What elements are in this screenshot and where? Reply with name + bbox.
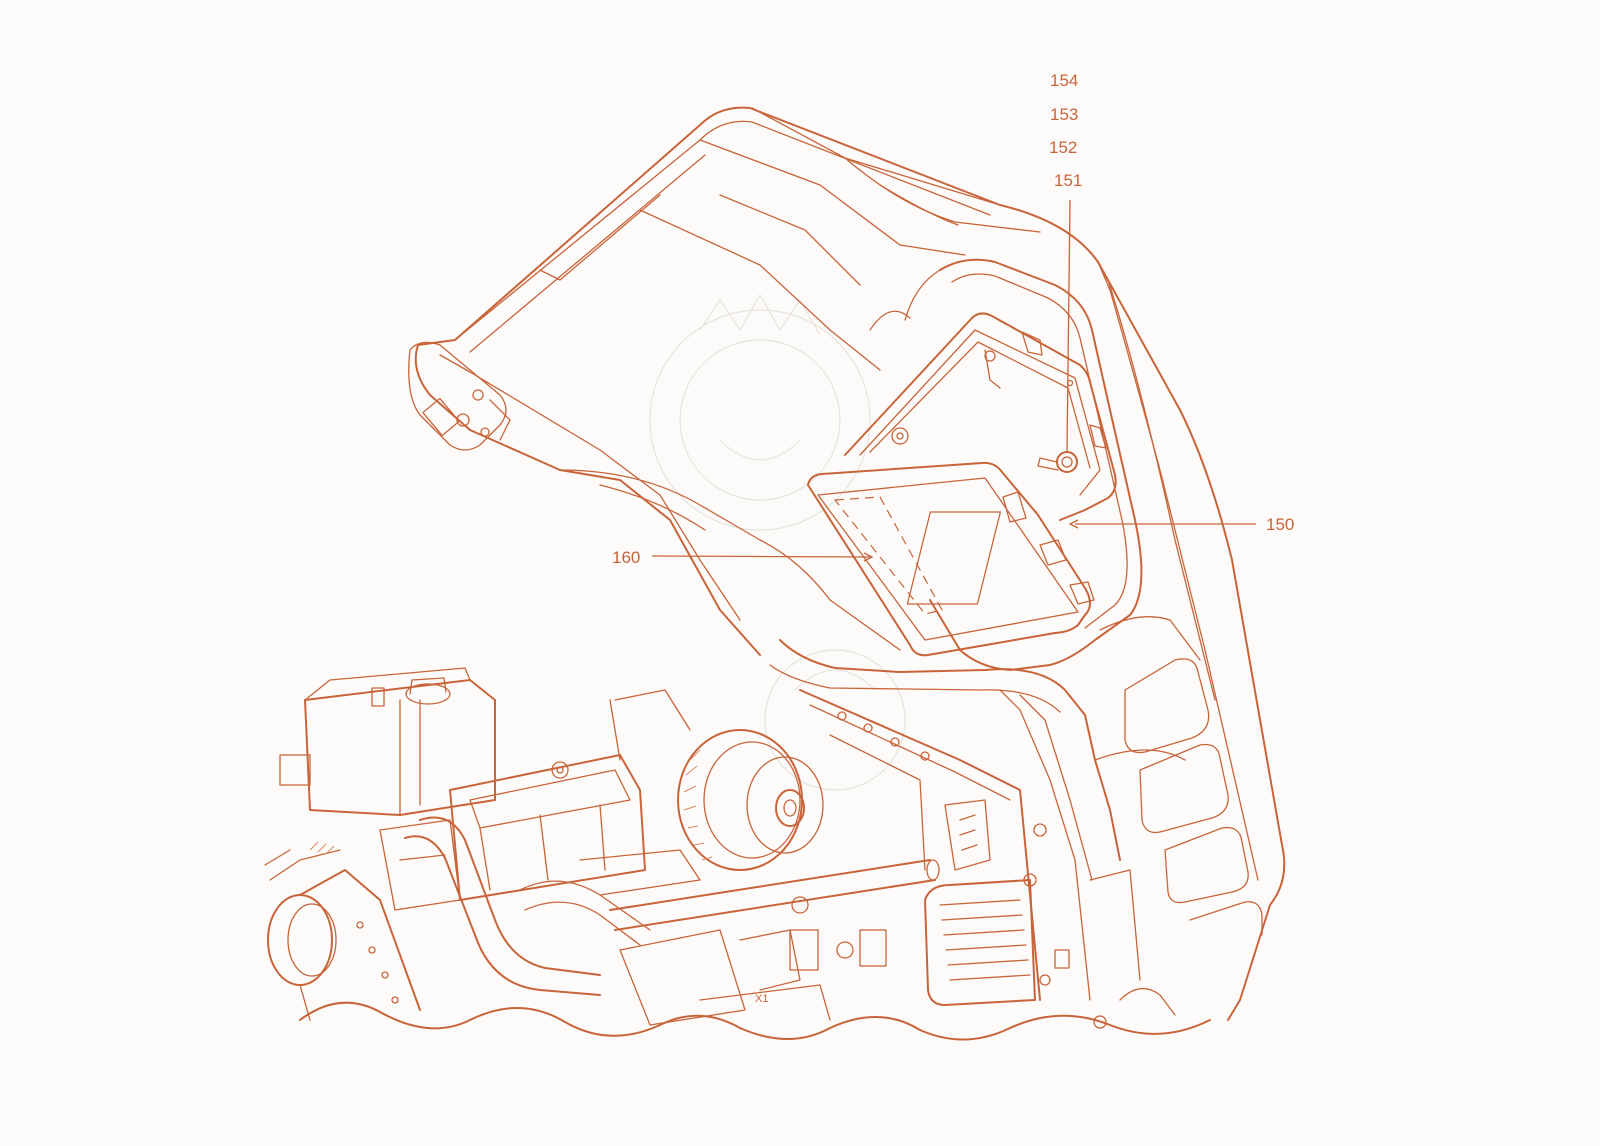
hood-hinge-bracket (408, 341, 511, 451)
watermark-logo (649, 293, 906, 791)
leader-160 (651, 555, 873, 558)
ref-150: 150 (1266, 515, 1294, 534)
ref-153: 153 (1050, 105, 1078, 124)
leader-160-arrow (863, 552, 874, 562)
lower-components (619, 896, 887, 1026)
radiator-frame (799, 689, 1070, 1006)
cross-pipe (609, 859, 940, 931)
leader-lines (651, 199, 1256, 562)
engine-assembly (264, 667, 1211, 1041)
engine-block (379, 754, 646, 911)
reference-numerals: 154 153 152 151 150 160 X1 (612, 71, 1294, 1005)
leader-150-arrow (1068, 519, 1079, 529)
leader-151 (1066, 199, 1071, 453)
control-box-150 (844, 312, 1117, 521)
left-cover (264, 841, 421, 1021)
hood (414, 106, 1286, 1021)
lid-hidden-outline (833, 496, 943, 615)
intake-hoses (404, 816, 701, 996)
fan-pulley (609, 689, 824, 871)
connector-label-x1: X1 (755, 993, 768, 1005)
knob-151 (1037, 451, 1078, 473)
ref-160: 160 (612, 548, 640, 567)
ref-152: 152 (1049, 138, 1077, 157)
coolant-tank (279, 667, 496, 816)
right-lower-details (1089, 869, 1176, 1029)
ref-151: 151 (1054, 171, 1082, 190)
ref-154: 154 (1050, 71, 1078, 90)
box-lid-160 (807, 461, 1095, 657)
